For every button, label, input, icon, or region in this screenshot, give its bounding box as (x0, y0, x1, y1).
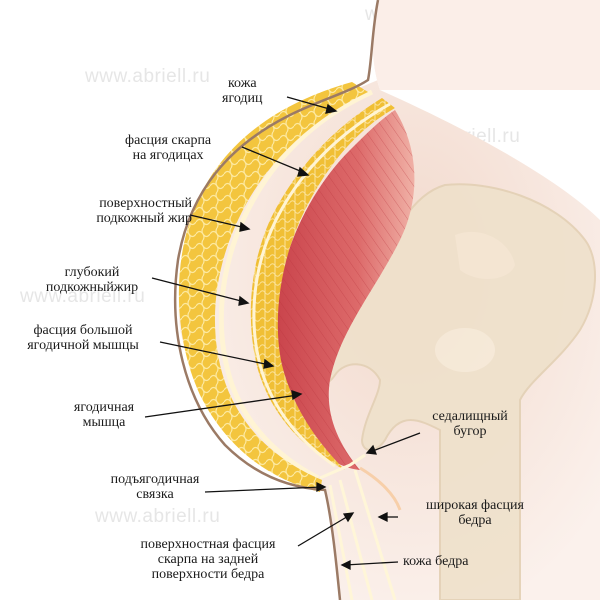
buttock-skin (173, 0, 380, 600)
leader-gluteus-muscle (144, 394, 299, 418)
label-gluteus-muscle: ягодичная мышца (62, 400, 146, 430)
label-line: связка (136, 487, 174, 502)
label-line: поверхности бедра (151, 567, 265, 582)
leader-scarpa-thigh (297, 514, 351, 547)
watermark: www.abriell.ru (85, 66, 211, 87)
label-line: глубокий (64, 265, 120, 280)
leader-gluteus-fascia (159, 341, 271, 366)
leader-deep-fat (151, 277, 246, 303)
back-skin-glow (373, 0, 600, 90)
label-subgluteal-ligament: подъягодичная связка (100, 472, 210, 502)
label-scarpa-thigh: поверхностная фасция скарпа на задней по… (118, 537, 298, 582)
label-line: фасция большой (33, 323, 133, 338)
scarpa-fascia (218, 89, 374, 481)
label-fascia-lata: широкая фасция бедра (400, 498, 550, 528)
leader-buttock-skin (286, 96, 334, 111)
label-line: подкожный жир (96, 211, 192, 226)
label-gluteus-fascia: фасция большой ягодичной мышцы (8, 323, 158, 353)
label-line: поверхностная фасция (140, 537, 276, 552)
watermark: www.abriell.ru (95, 506, 221, 527)
label-line: бугор (453, 424, 487, 439)
label-ischial-tuberosity: седалищный бугор (415, 409, 525, 439)
leader-ischial (369, 432, 421, 453)
label-line: скарпа на задней (157, 552, 259, 567)
label-line: ягодиц (222, 91, 263, 106)
subgluteal-ligament (319, 453, 397, 600)
leader-superficial-fat (189, 214, 247, 229)
label-line: фасция скарпа (125, 133, 212, 148)
label-line: седалищный (432, 409, 508, 424)
label-superficial-fat: поверхностный подкожный жир (52, 196, 192, 226)
label-line: подкожныйжир (45, 280, 139, 295)
label-line: ягодичная (73, 400, 135, 415)
label-line: кожа бедра (403, 554, 469, 569)
watermark: www.abriell.ru (20, 286, 146, 307)
label-line: на ягодицах (132, 148, 204, 163)
deep-fat-layer (250, 98, 395, 470)
label-line: поверхностный (99, 196, 192, 211)
label-line: кожа (227, 76, 257, 91)
leader-thigh-skin (344, 561, 399, 566)
label-line: мышца (82, 415, 126, 430)
leader-scarpa-buttock (241, 146, 306, 174)
leader-subgluteal (204, 486, 323, 493)
label-line: бедра (458, 513, 492, 528)
label-thigh-skin: кожа бедра (403, 554, 468, 569)
label-line: подъягодичная (110, 472, 200, 487)
label-line: широкая фасция (426, 498, 524, 513)
superficial-fat-layer (178, 82, 368, 492)
label-buttock-skin: кожа ягодиц (222, 76, 263, 106)
label-deep-fat: глубокий подкожныйжир (32, 265, 152, 295)
label-line: ягодичной мышцы (27, 338, 139, 353)
label-scarpa-buttock: фасция скарпа на ягодицах (125, 133, 211, 163)
